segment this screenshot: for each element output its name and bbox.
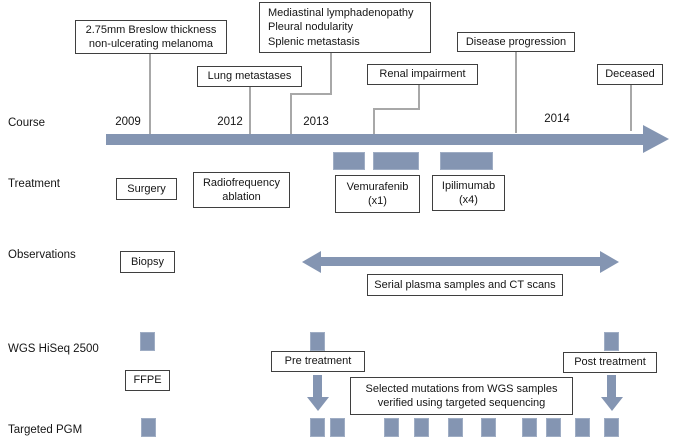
connector-renal-v1 — [418, 85, 420, 109]
pgm-sample-square — [522, 418, 537, 437]
pgm-sample-square — [481, 418, 496, 437]
connector-renal-h — [373, 108, 420, 110]
sequencing-box-ffpe: FFPE — [125, 370, 170, 391]
event-box-deceased: Deceased — [597, 64, 663, 85]
dose-bar — [440, 152, 493, 170]
connector-renal-v2 — [373, 108, 375, 134]
treatment-box-vemurafenib: Vemurafenib (x1) — [335, 175, 420, 213]
pgm-sample-square — [546, 418, 561, 437]
pgm-sample-square — [604, 418, 619, 437]
connector-deceased — [630, 85, 632, 131]
wgs-sample-square — [604, 332, 619, 351]
connector-disease-progression — [515, 52, 517, 133]
row-label-observations: Observations — [8, 249, 76, 261]
row-label-targeted-pgm: Targeted PGM — [8, 424, 83, 436]
sequencing-box-post-treatment: Post treatment — [563, 352, 657, 373]
pgm-sample-square — [384, 418, 399, 437]
event-box-mediastinal: Mediastinal lymphadenopathy Pleural nodu… — [259, 2, 431, 53]
treatment-box-ipilimumab: Ipilimumab (x4) — [432, 175, 505, 211]
row-label-wgs-hiseq: WGS HiSeq 2500 — [8, 343, 99, 355]
pgm-sample-square — [141, 418, 156, 437]
double-arrow-shaft — [320, 257, 601, 266]
event-box-lung-metastases: Lung metastases — [197, 66, 302, 87]
timeline-arrowhead-icon — [643, 125, 669, 153]
wgs-sample-squares — [0, 332, 675, 351]
pgm-sample-square — [310, 418, 325, 437]
connector-breslow — [149, 54, 151, 134]
event-box-renal-impairment: Renal impairment — [367, 64, 478, 85]
dose-bar — [373, 152, 419, 170]
year-label-2013: 2013 — [303, 116, 329, 128]
pgm-sample-square — [414, 418, 429, 437]
connector-mediastinal-v1 — [330, 53, 332, 94]
connector-mediastinal-v2 — [290, 93, 292, 134]
connector-lung — [249, 87, 251, 134]
row-label-treatment: Treatment — [8, 178, 60, 190]
wgs-sample-square — [140, 332, 155, 351]
event-box-disease-progression: Disease progression — [457, 32, 575, 52]
sequencing-box-selected-mutations: Selected mutations from WGS samples veri… — [350, 377, 573, 415]
double-arrow-left-head-icon — [302, 250, 321, 273]
dose-bar — [333, 152, 365, 170]
row-label-course: Course — [8, 117, 46, 129]
pre-treatment-down-arrowhead-icon — [307, 397, 329, 411]
post-treatment-down-arrow-shaft — [607, 375, 616, 398]
sequencing-box-pre-treatment: Pre treatment — [271, 351, 365, 372]
observation-box-biopsy: Biopsy — [120, 251, 175, 273]
pgm-sample-square — [330, 418, 345, 437]
year-label-2009: 2009 — [115, 116, 141, 128]
timeline-arrow-shaft — [106, 134, 643, 145]
treatment-dose-bars — [0, 152, 675, 170]
event-box-breslow: 2.75mm Breslow thickness non-ulcerating … — [75, 20, 227, 54]
treatment-box-radiofrequency-ablation: Radiofrequency ablation — [193, 172, 290, 208]
pgm-sample-squares — [0, 418, 675, 437]
wgs-sample-square — [310, 332, 325, 351]
pgm-sample-square — [448, 418, 463, 437]
double-arrow-right-head-icon — [600, 250, 619, 273]
year-label-2012: 2012 — [217, 116, 243, 128]
post-treatment-down-arrowhead-icon — [601, 397, 623, 411]
connector-mediastinal-h — [290, 93, 332, 95]
pre-treatment-down-arrow-shaft — [313, 375, 322, 398]
observation-box-serial-samples: Serial plasma samples and CT scans — [367, 274, 563, 296]
treatment-box-surgery: Surgery — [116, 178, 177, 200]
pgm-sample-square — [575, 418, 590, 437]
year-label-2014: 2014 — [544, 113, 570, 125]
